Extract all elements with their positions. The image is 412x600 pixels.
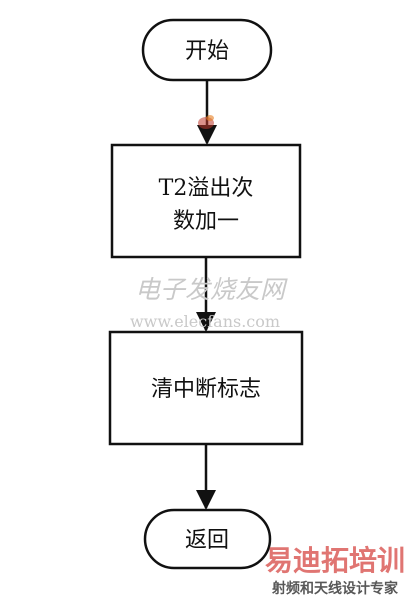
process-clear-interrupt-flag: 清中断标志: [108, 330, 304, 446]
ink-blemish: [198, 115, 214, 129]
step1-line2: 数加一: [173, 209, 239, 234]
end-node: 返回: [143, 508, 272, 570]
watermark-elecfans: 电子发烧友网 www.elecfans.com: [130, 275, 288, 331]
process-increment-overflow: T2溢出次 数加一: [110, 143, 302, 259]
step2-label: 清中断标志: [151, 377, 261, 402]
step1-line1: T2溢出次: [159, 176, 254, 201]
brand-title: 易迪拓培训: [265, 544, 405, 577]
start-node: 开始: [141, 18, 273, 82]
end-label: 返回: [185, 528, 229, 553]
watermark-site-cn: 电子发烧友网: [135, 275, 288, 304]
watermark-brand: 易迪拓培训 射频和天线设计专家: [265, 544, 405, 597]
watermark-site-url: www.elecfans.com: [130, 312, 280, 331]
brand-subtitle: 射频和天线设计专家: [271, 580, 399, 597]
start-label: 开始: [185, 39, 229, 64]
